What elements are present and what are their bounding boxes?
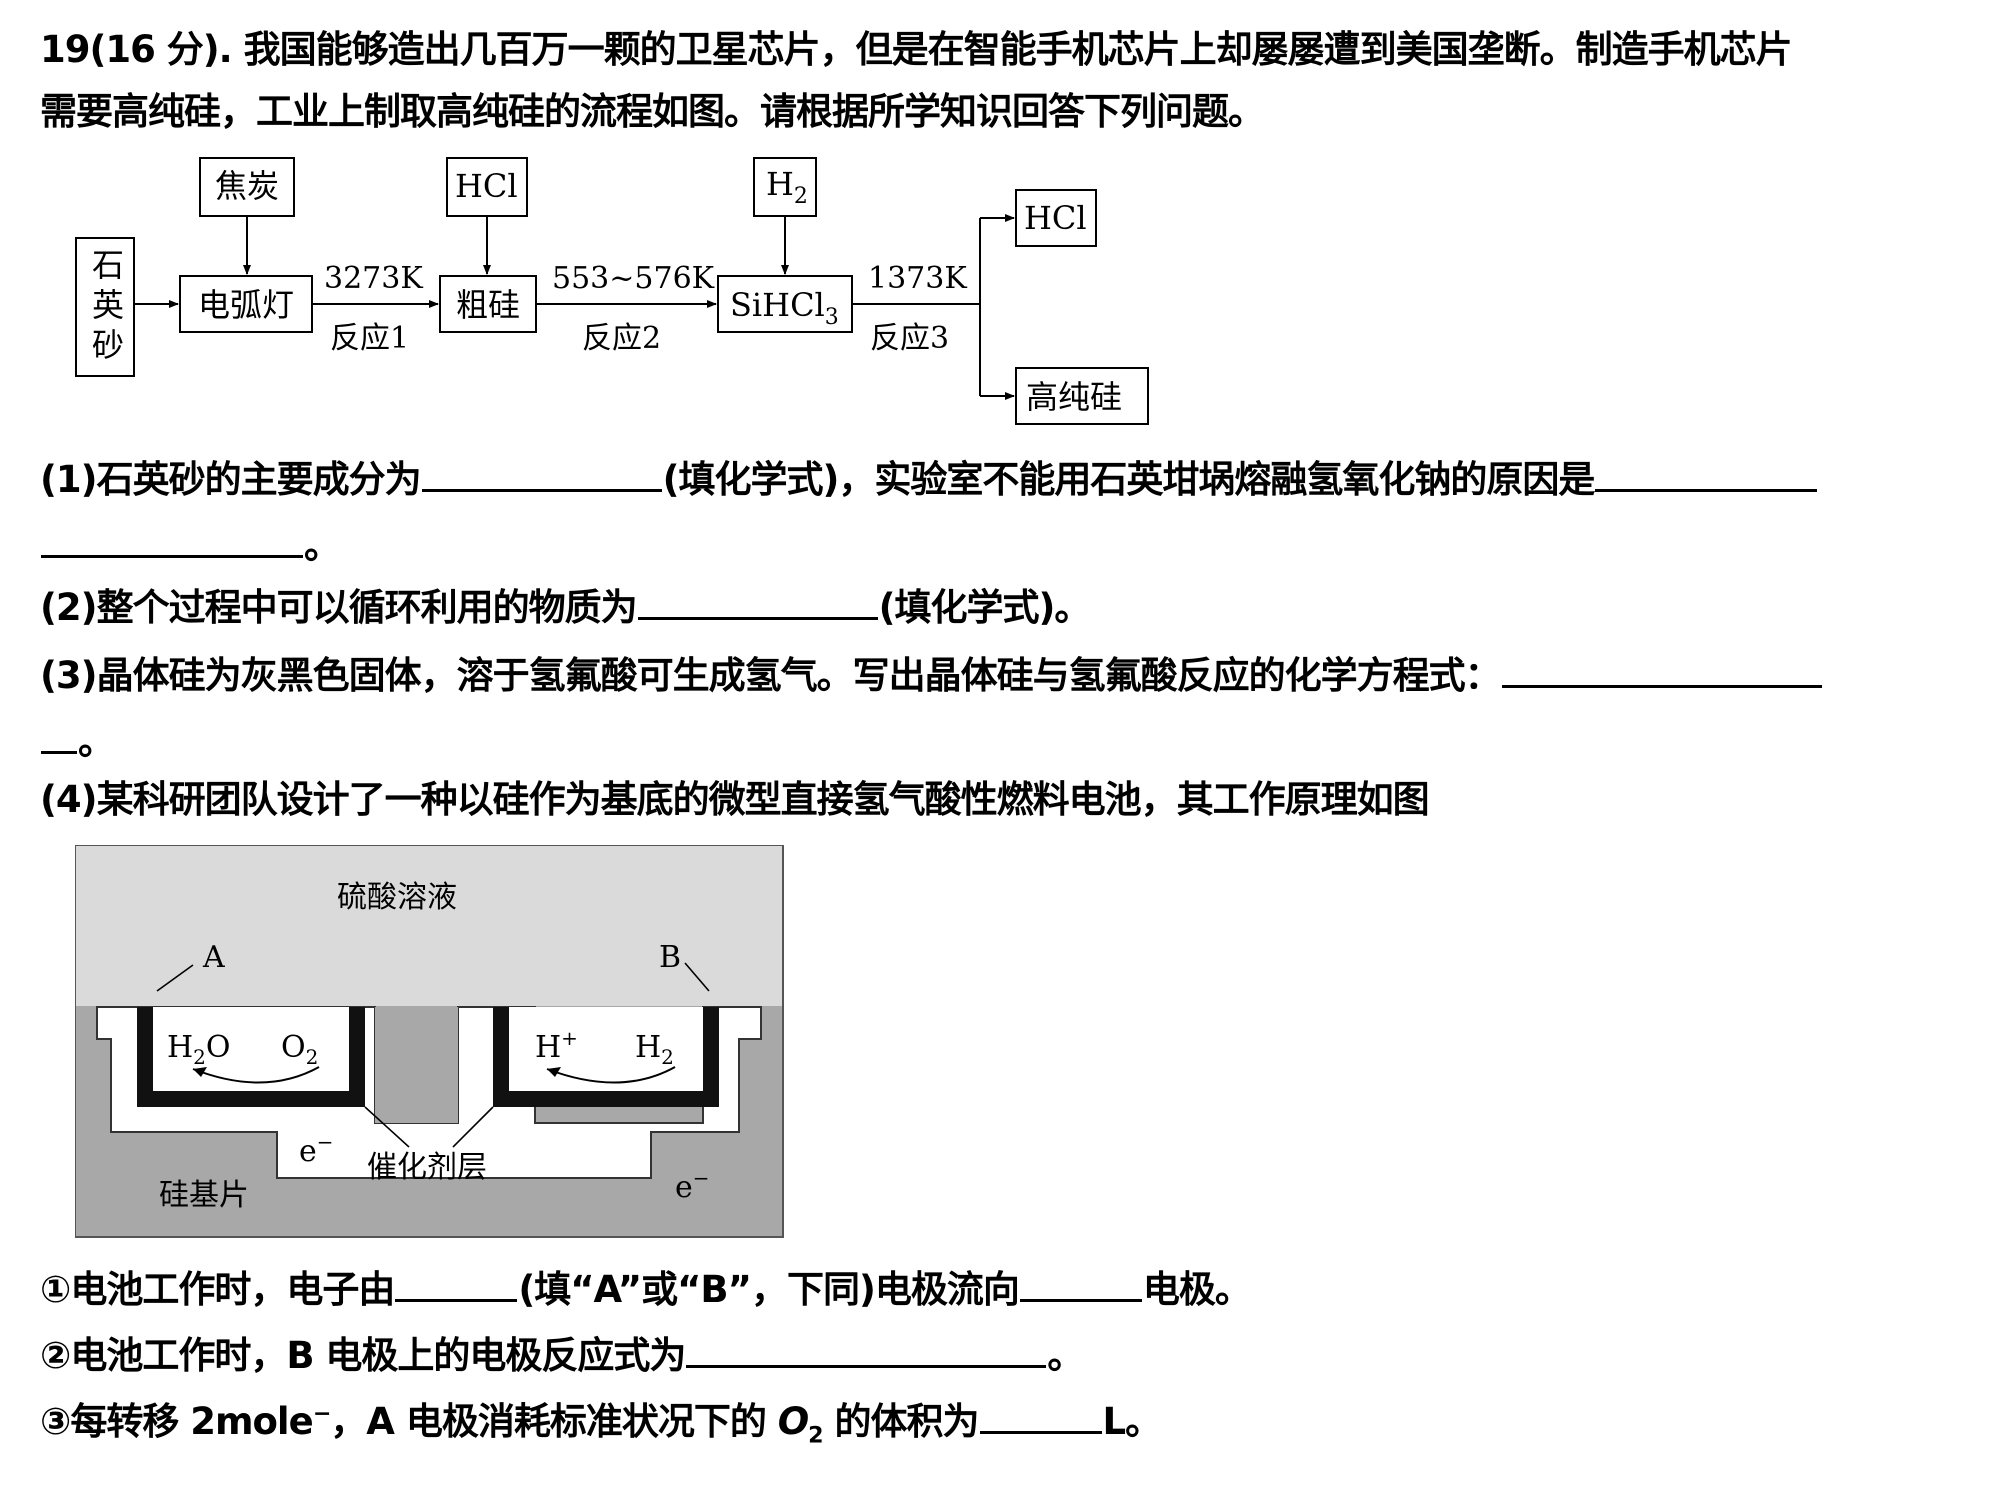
- reaction3-label: 反应3: [870, 321, 949, 356]
- catalyst-label: 催化剂层: [367, 1150, 487, 1185]
- quartz-char: 石: [92, 246, 124, 284]
- solution-label: 硫酸溶液: [337, 880, 457, 915]
- substrate-label: 硅基片: [159, 1178, 249, 1213]
- electrode-b-catalyst: [493, 1007, 719, 1107]
- answer-blank[interactable]: [421, 452, 662, 492]
- question-stem-line-2: 需要高纯硅，工业上制取高纯硅的流程如图。请根据所学知识回答下列问题。: [40, 90, 1265, 134]
- electron-left-label: e−: [299, 1130, 334, 1169]
- reaction1-label: 反应1: [330, 321, 409, 356]
- answer-blank[interactable]: [41, 714, 77, 754]
- hcl-output-box: [1015, 189, 1097, 247]
- answer-blank[interactable]: [1501, 648, 1822, 688]
- coke-label: 焦炭: [215, 167, 279, 205]
- subquestion-3: (3)晶体硅为灰黑色固体，溶于氢氟酸可生成氢气。写出晶体硅与氢氟酸反应的化学方程…: [40, 648, 1823, 698]
- silicon-production-flowchart: 石 英 砂 电弧灯 焦炭 粗硅 HCl SiHCl3 H2 HCl 高纯硅 32…: [75, 157, 1149, 425]
- crude-si-label: 粗硅: [456, 286, 520, 324]
- hydrogen-label: H2: [635, 1030, 674, 1069]
- external-circuit: [276, 1132, 652, 1179]
- reaction1-temp: 3273K: [324, 261, 423, 296]
- question-stem-text: 需要高纯硅，工业上制取高纯硅的流程如图。请根据所学知识回答下列问题。: [40, 90, 1265, 133]
- electrode-b-label: B: [659, 940, 681, 975]
- reaction2-label: 反应2: [582, 321, 661, 356]
- fuel-cell-diagram: 硫酸溶液 A B H2O O2 H+ H2 e− e− 催化剂层 硅基片: [75, 845, 784, 1238]
- subquestion-4: (4)某科研团队设计了一种以硅作为基底的微型直接氢气酸性燃料电池，其工作原理如图: [40, 778, 1430, 821]
- answer-blank[interactable]: [979, 1394, 1102, 1434]
- subquestion-1-cont: 。: [40, 518, 341, 568]
- hcl-output-label: HCl: [1024, 199, 1087, 237]
- electrode-a-catalyst: [137, 1007, 365, 1107]
- pure-si-box: [1015, 367, 1149, 425]
- pure-si-label: 高纯硅: [1026, 378, 1122, 416]
- sihcl3-label: SiHCl3: [730, 286, 839, 330]
- question-stem-line-1: 19(16 分). 我国能够造出几百万一颗的卫星芯片，但是在智能手机芯片上却屡屡…: [40, 28, 1793, 72]
- subquestion-3-cont: 。: [40, 714, 115, 764]
- oxygen-label: O2: [281, 1030, 318, 1069]
- answer-blank[interactable]: [1595, 452, 1818, 492]
- answer-blank[interactable]: [686, 1328, 1047, 1368]
- answer-blank[interactable]: [41, 518, 303, 558]
- quartz-box: [75, 237, 135, 377]
- hydrogen-ion-label: H+: [535, 1026, 578, 1065]
- quartz-char: 英: [92, 286, 124, 324]
- electrode-a-label: A: [202, 940, 225, 975]
- reaction3-temp: 1373K: [868, 261, 967, 296]
- h2-input-label: H2: [766, 165, 808, 209]
- quartz-char: 砂: [92, 326, 124, 364]
- electrode-a-chamber: [153, 1007, 349, 1091]
- electron-right-label: e−: [675, 1166, 710, 1205]
- answer-blank[interactable]: [1019, 1262, 1142, 1302]
- subquestion-1: (1)石英砂的主要成分为(填化学式)，实验室不能用石英坩埚熔融氢氧化钠的原因是: [40, 452, 1818, 502]
- subquestion-2: (2)整个过程中可以循环利用的物质为(填化学式)。: [40, 580, 1091, 630]
- question-stem-text: 19(16 分). 我国能够造出几百万一颗的卫星芯片，但是在智能手机芯片上却屡屡…: [40, 28, 1793, 71]
- reaction2-temp: 553~576K: [552, 261, 715, 296]
- subitem-2: ②电池工作时，B 电极上的电极反应式为。: [40, 1328, 1084, 1378]
- electrode-b-chamber: [509, 1007, 703, 1091]
- solution-area: [76, 846, 782, 1006]
- arc-lamp-label: 电弧灯: [198, 286, 294, 324]
- subitem-1: ①电池工作时，电子由(填“A”或“B”，下同)电极流向电极。: [40, 1262, 1252, 1312]
- answer-blank[interactable]: [637, 580, 878, 620]
- hcl-input-label: HCl: [455, 167, 518, 205]
- water-label: H2O: [167, 1030, 231, 1069]
- answer-blank[interactable]: [395, 1262, 518, 1302]
